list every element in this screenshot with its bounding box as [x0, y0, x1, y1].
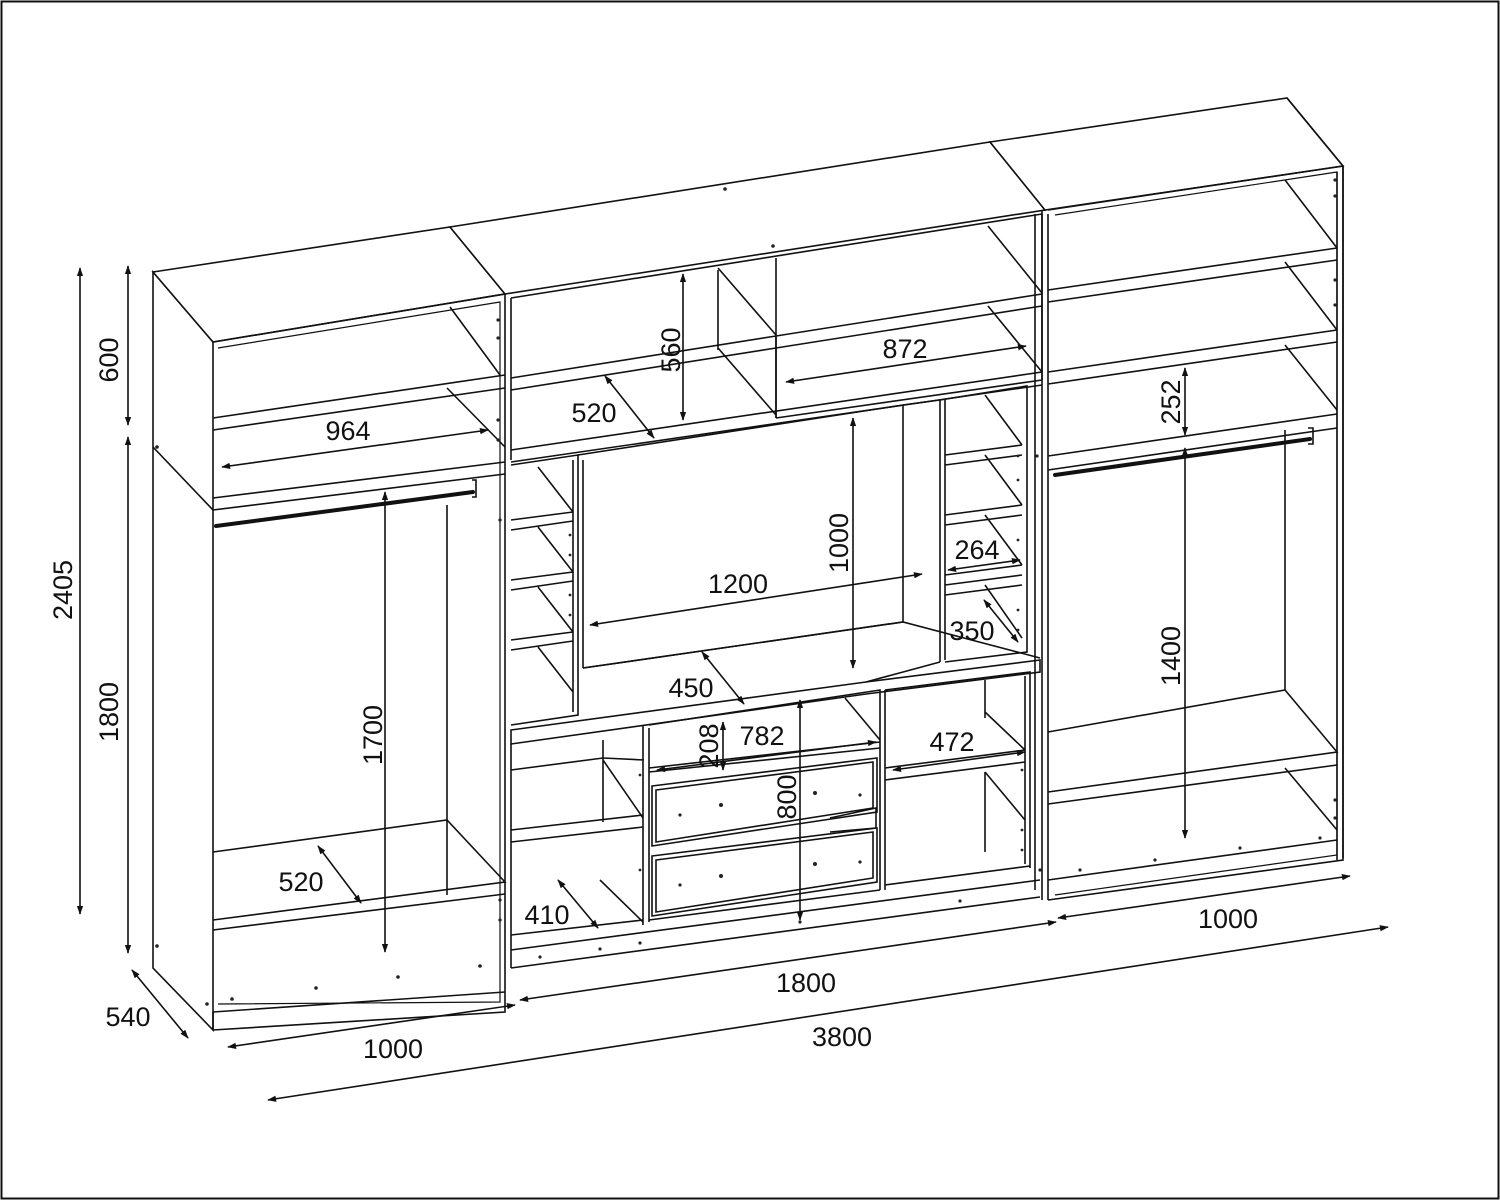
label-depth: 540: [105, 1002, 150, 1032]
label-right-top-height: 252: [1156, 379, 1186, 424]
label-side-shelf-depth: 350: [949, 616, 994, 646]
dim-line-left-shelf-width: [221, 427, 489, 470]
label-side-shelf-width: 264: [954, 535, 999, 565]
label-lower-height: 1800: [94, 682, 124, 742]
right-drill-holes: [1078, 178, 1337, 872]
label-middle-top-height: 560: [656, 327, 686, 372]
label-left-rod-height: 1700: [358, 705, 388, 765]
label-drawer-width: 782: [739, 721, 784, 751]
dim-line-lower-left-depth: [557, 879, 599, 929]
label-tv-shelf-depth: 450: [668, 673, 713, 703]
left-outer-side-panel: [152, 269, 214, 1032]
dim-line-right-width: [1057, 874, 1351, 920]
dimension-lines: [76, 265, 1389, 1102]
right-top-shelves: [1047, 179, 1338, 471]
left-lower-shelf: [212, 819, 507, 931]
dim-line-middle-top-right-width: [785, 344, 1027, 384]
right-wardrobe: [988, 97, 1345, 901]
label-left-shelf-width: 964: [325, 416, 370, 446]
right-lower-shelves: [1047, 430, 1339, 881]
right-rod-bracket: [1308, 427, 1314, 445]
dim-line-side-shelf-width: [947, 557, 1021, 573]
label-right-rod-height: 1400: [1156, 626, 1186, 686]
label-middle-width: 1800: [776, 968, 836, 998]
middle-right-shelf-column: [939, 385, 1028, 663]
dim-line-drawer-width: [656, 739, 877, 773]
label-tv-niche-height: 1000: [824, 513, 854, 573]
middle-top-panel: [448, 141, 1047, 295]
left-top-shelf: [212, 374, 506, 448]
label-drawer-block-height: 800: [772, 774, 802, 819]
label-lower-right-shelf-width: 472: [929, 727, 974, 757]
right-top-panel: [988, 97, 1345, 211]
middle-lower-right-compartment: [884, 671, 1031, 886]
dimension-labels: 2405 600 1800 540 1000 1800 1000 3800 96…: [48, 327, 1258, 1064]
middle-upper-divider: [717, 225, 1043, 418]
label-top-height: 600: [94, 337, 124, 382]
middle-right-side-panel: [1034, 210, 1049, 900]
label-left-width: 1000: [363, 1034, 423, 1064]
label-total-width: 3800: [812, 1022, 872, 1052]
dim-line-left-bottom-depth: [317, 845, 362, 904]
label-right-width: 1000: [1198, 904, 1258, 934]
dim-line-lower-right-shelf-width: [892, 749, 1026, 773]
dim-line-tv-shelf-depth: [701, 651, 745, 705]
tv-niche-frame: [577, 399, 941, 669]
label-drawer-height: 208: [694, 723, 724, 768]
left-base-plinth: [212, 991, 506, 1030]
dim-line-middle-top-depth: [604, 375, 655, 439]
dim-line-side-shelf-depth: [983, 599, 1019, 643]
right-outer-side: [1286, 97, 1344, 860]
drawer-handles: [678, 791, 862, 887]
drawer-block-frame: [648, 689, 886, 890]
middle-lower-left-compartment: [510, 725, 650, 968]
left-rod-bracket: [472, 479, 477, 498]
label-middle-top-depth: 520: [571, 398, 616, 428]
label-left-bottom-depth: 520: [278, 867, 323, 897]
middle-section: [448, 141, 1049, 969]
left-wardrobe: [151, 226, 507, 1032]
dim-line-tv-niche-width: [589, 572, 923, 627]
left-inner-back: [217, 301, 501, 1005]
label-tv-niche-width: 1200: [708, 569, 768, 599]
left-back-vertical: [446, 306, 501, 820]
left-hanging-rod: [214, 490, 475, 528]
right-front-frame: [1047, 165, 1344, 901]
left-front-frame: [212, 293, 506, 1031]
left-top-panel: [151, 226, 507, 343]
label-lower-left-depth: 410: [524, 900, 569, 930]
label-middle-top-right-width: 872: [882, 334, 927, 364]
middle-left-shelf-column: [510, 454, 579, 726]
dim-line-total-width: [267, 925, 1389, 1102]
right-hanging-rod: [1053, 437, 1312, 477]
dim-line-depth: [131, 969, 189, 1039]
label-total-height: 2405: [48, 560, 78, 620]
